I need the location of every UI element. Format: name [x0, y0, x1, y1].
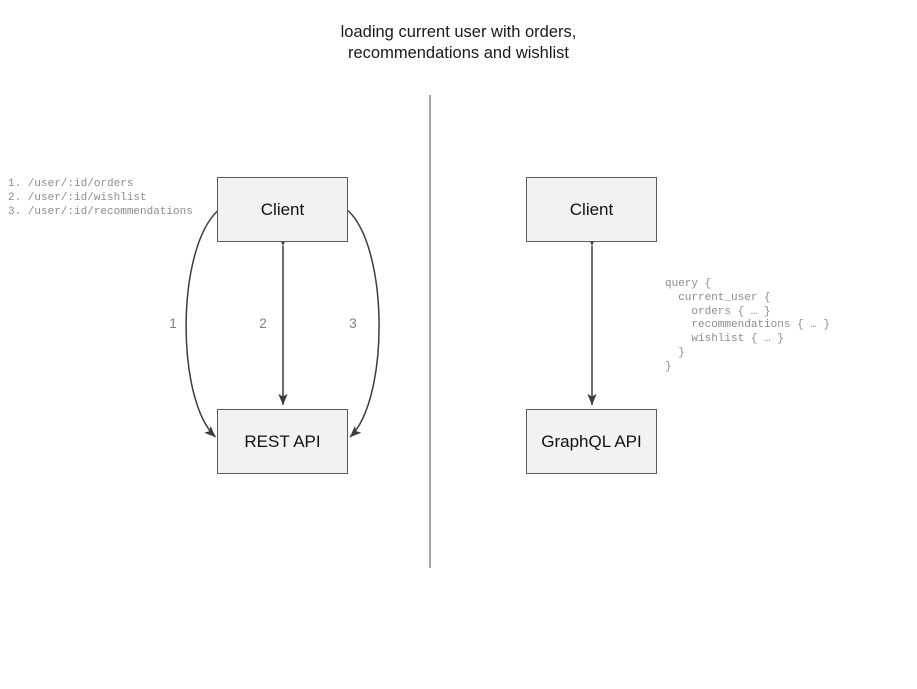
node-graphql-api[interactable]: GraphQL API: [526, 409, 657, 474]
diagram-title: loading current user with orders, recomm…: [340, 23, 577, 62]
node-client-graphql[interactable]: Client: [526, 177, 657, 242]
graphql-query-snippet: query { current_user { orders { … } reco…: [665, 278, 831, 373]
edge-3-client-rest-curve-right: [337, 199, 380, 438]
edge-1-client-rest-curve-left: [185, 200, 229, 438]
edge-label-3: 3: [349, 316, 357, 331]
rest-endpoint-list: 1. /user/:id/orders 2. /user/:id/wishlis…: [8, 178, 193, 218]
node-rest-api[interactable]: REST API: [217, 409, 348, 474]
node-client-rest[interactable]: Client: [217, 177, 348, 242]
edge-label-2: 2: [259, 316, 267, 331]
edge-label-1: 1: [169, 316, 177, 331]
